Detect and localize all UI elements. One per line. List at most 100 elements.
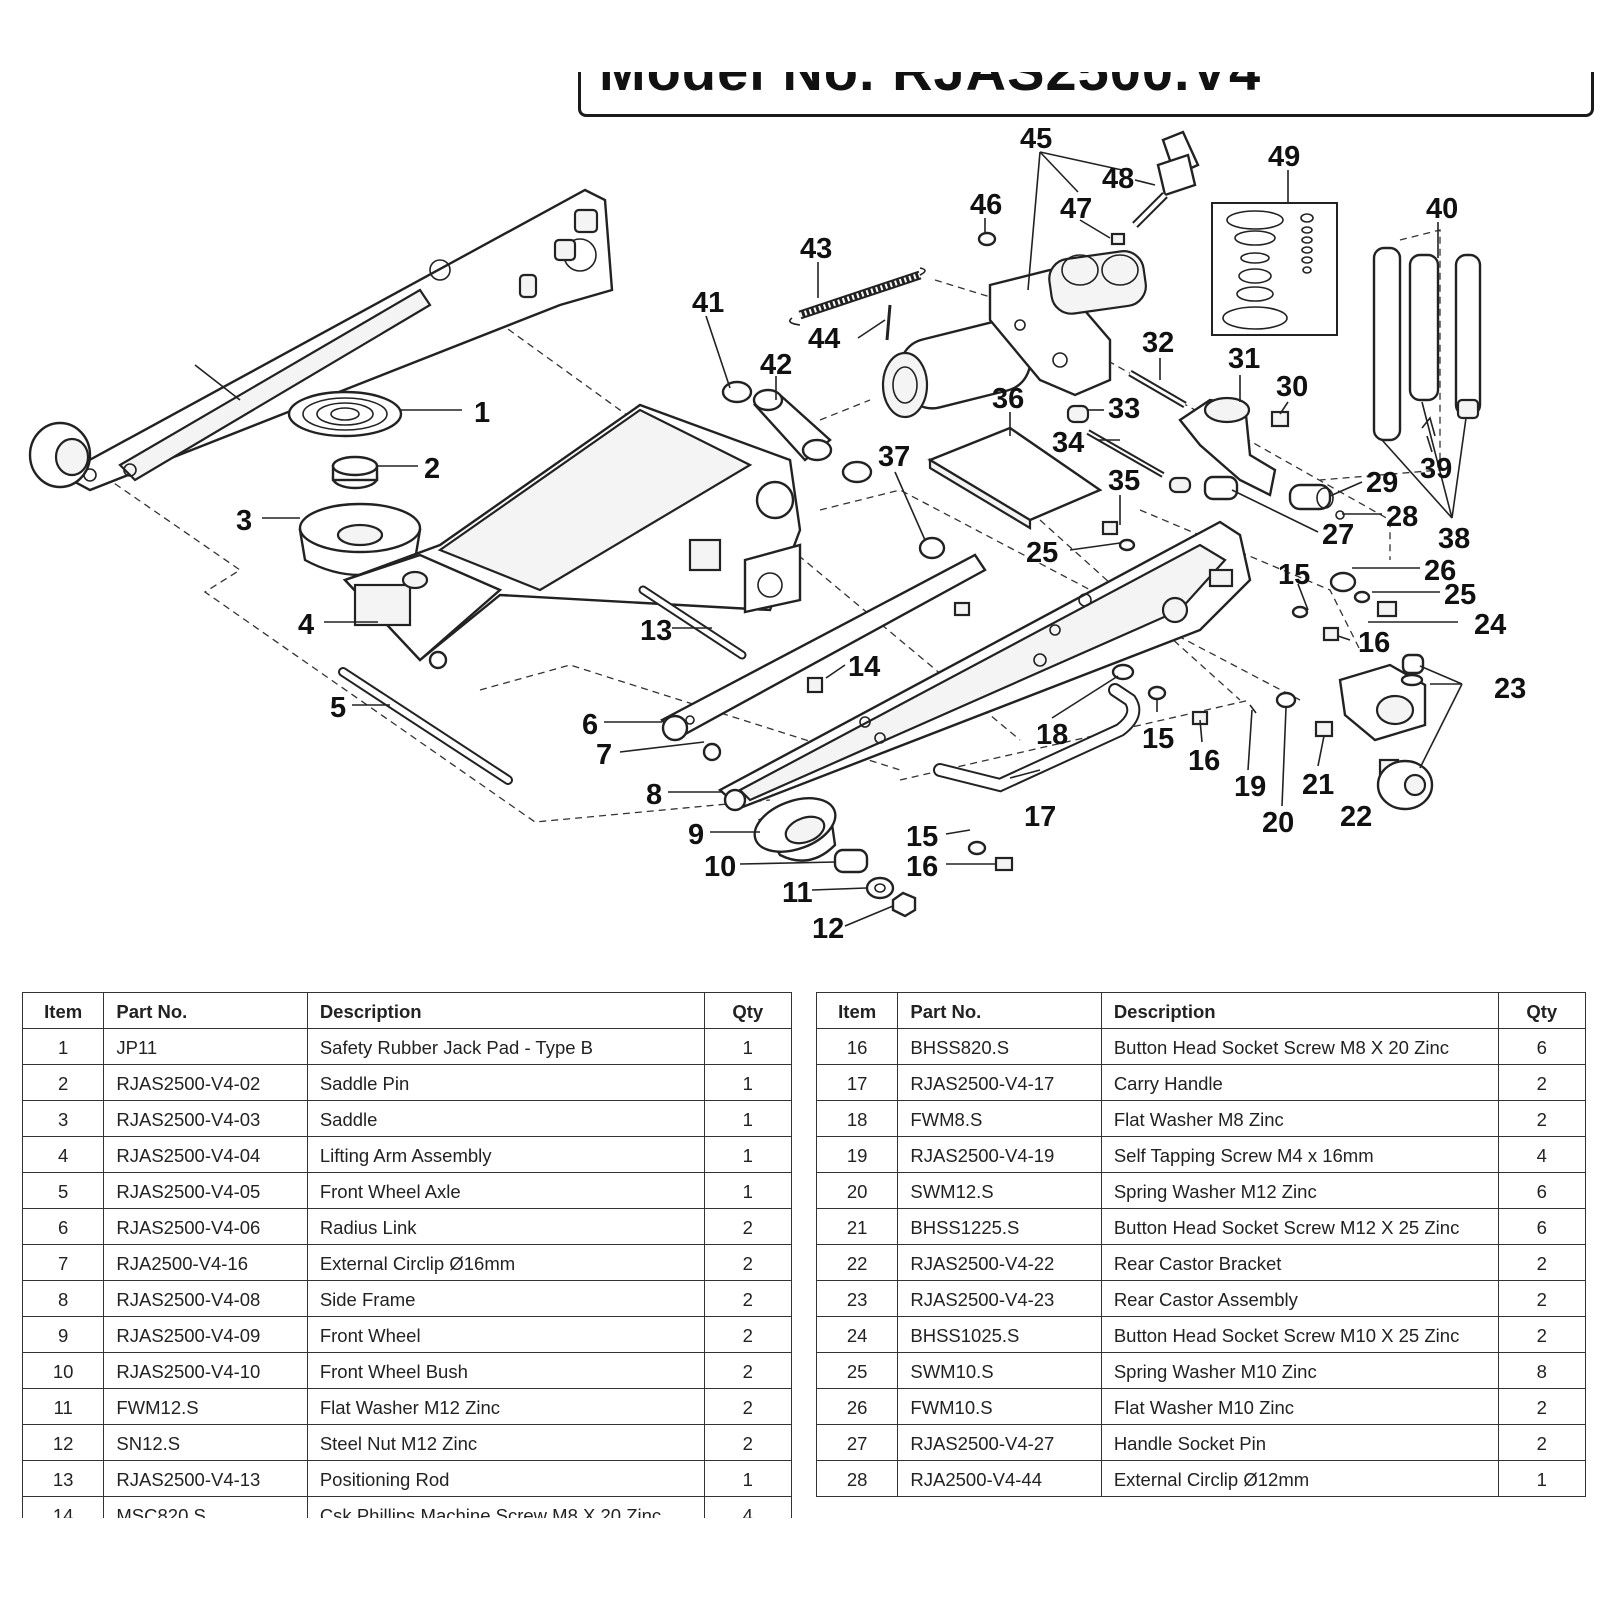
callout: 19 <box>1234 771 1266 803</box>
cell-item: 19 <box>815 1136 899 1173</box>
callout: 12 <box>812 913 844 945</box>
callout: 41 <box>692 287 724 319</box>
cell-part-no: RJAS2500-V4-13 <box>103 1460 308 1497</box>
header-part-no: Part No. <box>103 992 308 1029</box>
cell-qty: 2 <box>1497 1064 1587 1101</box>
cell-description: External Circlip Ø16mm <box>306 1244 705 1281</box>
callout: 13 <box>640 615 672 647</box>
callout: 43 <box>800 233 832 265</box>
header-item: Item <box>815 992 899 1029</box>
cell-qty: 1 <box>703 1460 793 1497</box>
callout: 21 <box>1302 769 1334 801</box>
handle-socket-parts <box>1066 369 1345 520</box>
cell-item: 18 <box>815 1100 899 1137</box>
pump-handle-socket <box>1132 130 1200 228</box>
cell-description: Self Tapping Screw M4 x 16mm <box>1100 1136 1499 1173</box>
callout: 35 <box>1108 465 1140 497</box>
seal-kit-box <box>1211 202 1338 336</box>
cell-part-no: JP11 <box>103 1028 308 1065</box>
callout: 49 <box>1268 141 1300 173</box>
cell-item: 7 <box>21 1244 105 1281</box>
leader-lines <box>262 151 1467 927</box>
cell-part-no: RJA2500-V4-44 <box>897 1460 1102 1497</box>
cell-description: Flat Washer M12 Zinc <box>306 1388 705 1425</box>
front-wheel-parts <box>753 797 917 918</box>
callout: 47 <box>1060 193 1092 225</box>
callout: 33 <box>1108 393 1140 425</box>
lifting-arm-assembly <box>342 403 802 670</box>
radius-link <box>660 553 987 762</box>
callout: 15 <box>906 821 938 853</box>
cell-part-no: RJAS2500-V4-06 <box>103 1208 308 1245</box>
callout-numbers: 1 2 3 4 5 6 7 8 9 10 11 12 13 14 15 16 1… <box>236 123 1526 945</box>
carry-handle <box>933 683 1141 793</box>
cell-description: Button Head Socket Screw M12 X 25 Zinc <box>1100 1208 1499 1245</box>
cell-item: 28 <box>815 1460 899 1497</box>
cell-description: Csk Phillips Machine Screw M8 X 20 Zinc <box>306 1496 705 1518</box>
cell-item: 6 <box>21 1208 105 1245</box>
cell-description: Flat Washer M8 Zinc <box>1100 1100 1499 1137</box>
cell-qty: 2 <box>703 1352 793 1389</box>
cell-description: Flat Washer M10 Zinc <box>1100 1388 1499 1425</box>
cell-qty: 2 <box>703 1388 793 1425</box>
cell-part-no: RJA2500-V4-16 <box>103 1244 308 1281</box>
cell-description: External Circlip Ø12mm <box>1100 1460 1499 1497</box>
cell-item: 14 <box>21 1496 105 1518</box>
saddle-parts <box>287 390 422 577</box>
cell-item: 22 <box>815 1244 899 1281</box>
callout: 44 <box>808 323 840 355</box>
cell-part-no: MSC820.S <box>103 1496 308 1518</box>
callout: 27 <box>1322 519 1354 551</box>
cell-qty: 2 <box>703 1208 793 1245</box>
cylinder-parts <box>721 380 873 484</box>
cell-description: Front Wheel <box>306 1316 705 1353</box>
exploded-diagram: Model No. RJAS2500.V4 <box>28 72 1594 945</box>
cell-part-no: RJAS2500-V4-05 <box>103 1172 308 1209</box>
cell-qty: 1 <box>703 1172 793 1209</box>
cell-item: 1 <box>21 1028 105 1065</box>
cell-qty: 2 <box>1497 1316 1587 1353</box>
cell-item: 2 <box>21 1064 105 1101</box>
cell-part-no: SWM12.S <box>897 1172 1102 1209</box>
callout: 38 <box>1438 523 1470 555</box>
cell-item: 23 <box>815 1280 899 1317</box>
callout: 11 <box>782 877 813 909</box>
cell-item: 5 <box>21 1172 105 1209</box>
cell-item: 4 <box>21 1136 105 1173</box>
cell-part-no: BHSS1225.S <box>897 1208 1102 1245</box>
cell-item: 25 <box>815 1352 899 1389</box>
callout: 39 <box>1420 453 1452 485</box>
callout: 34 <box>1052 427 1084 459</box>
model-title: Model No. RJAS2500.V4 <box>599 72 1261 103</box>
cell-item: 8 <box>21 1280 105 1317</box>
front-wheel-axle <box>338 667 513 785</box>
cell-description: Rear Castor Assembly <box>1100 1280 1499 1317</box>
cell-part-no: RJAS2500-V4-02 <box>103 1064 308 1101</box>
cell-item: 16 <box>815 1028 899 1065</box>
cell-description: Radius Link <box>306 1208 705 1245</box>
callout: 25 <box>1026 537 1058 569</box>
cell-description: Button Head Socket Screw M8 X 20 Zinc <box>1100 1028 1499 1065</box>
cell-qty: 8 <box>1497 1352 1587 1389</box>
hydraulic-pump-unit <box>881 231 1147 419</box>
cell-description: Carry Handle <box>1100 1064 1499 1101</box>
cell-part-no: BHSS1025.S <box>897 1316 1102 1353</box>
cell-part-no: FWM8.S <box>897 1100 1102 1137</box>
callout: 46 <box>970 189 1002 221</box>
table-header-row: Item Part No. Description Qty <box>815 992 1587 1029</box>
cell-qty: 2 <box>1497 1280 1587 1317</box>
cell-part-no: SN12.S <box>103 1424 308 1461</box>
